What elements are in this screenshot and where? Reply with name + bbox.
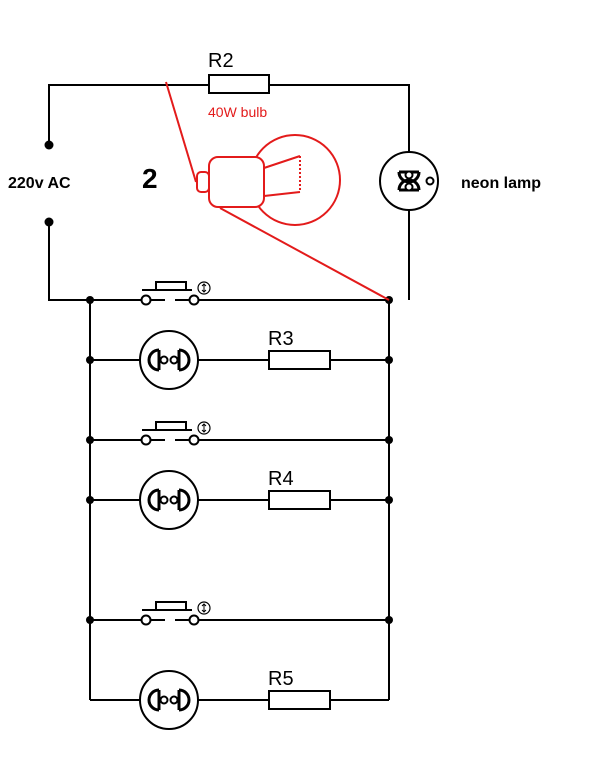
resistor-r2 xyxy=(208,74,270,94)
push-switch-3 xyxy=(140,601,211,626)
source-terminal-bottom xyxy=(44,217,54,227)
figure-number: 2 xyxy=(142,163,158,194)
resistor-r2-label: R2 xyxy=(208,50,234,72)
push-switch-2 xyxy=(140,421,211,446)
bulb-label: 40W bulb xyxy=(208,104,267,120)
resistor-r5 xyxy=(268,690,331,710)
neon-lamp-icon xyxy=(379,151,439,211)
bulb-icon xyxy=(165,81,390,301)
resistor-r3 xyxy=(268,350,331,370)
neon-lamp-3-icon xyxy=(138,669,200,731)
source-lower-wire xyxy=(48,222,146,301)
top-wire xyxy=(48,84,410,157)
resistor-r4 xyxy=(268,490,331,510)
push-switch-1 xyxy=(140,281,211,306)
source-terminal-top xyxy=(44,140,54,150)
resistor-r5-label: R5 xyxy=(268,668,294,690)
resistor-r3-label: R3 xyxy=(268,328,294,350)
neon-lamp-label: neon lamp xyxy=(461,175,541,192)
neon-lamp-2-icon xyxy=(138,469,200,531)
junction-dots xyxy=(44,140,393,624)
source-label: 220v AC xyxy=(8,175,71,192)
neon-lamp-1-icon xyxy=(138,329,200,391)
resistor-r4-label: R4 xyxy=(268,468,294,490)
